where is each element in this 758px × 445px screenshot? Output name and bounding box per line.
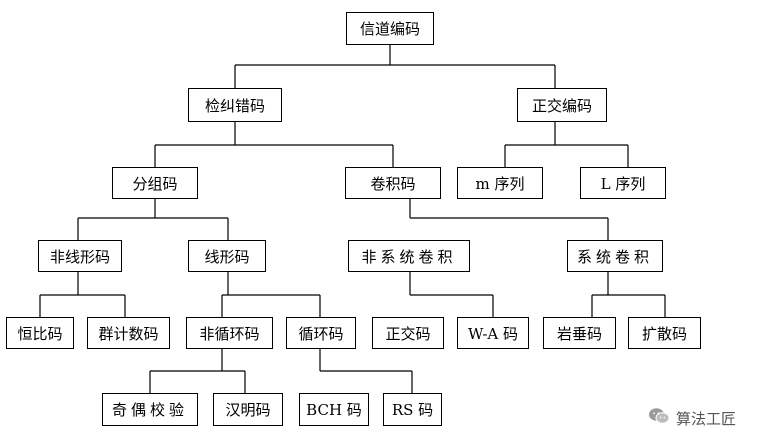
watermark: 算法工匠 — [648, 407, 736, 429]
node-wa-code: W-A 码 — [457, 317, 529, 349]
node-rs-code: RS 码 — [383, 393, 442, 426]
node-constant-ratio-code: 恒比码 — [6, 317, 74, 349]
node-m-sequence: m 序列 — [457, 167, 543, 199]
node-nonsystematic-convolutional: 非系统卷积 — [348, 240, 470, 272]
node-block-code: 分组码 — [112, 167, 198, 199]
node-rock-vertical-code: 岩垂码 — [543, 317, 616, 349]
node-channel-coding: 信道编码 — [346, 12, 434, 45]
node-group-count-code: 群计数码 — [87, 317, 170, 349]
node-odd-even-check: 奇偶校验 — [102, 393, 198, 426]
node-orthogonal-coding: 正交编码 — [517, 88, 607, 122]
node-bch-code: BCH 码 — [299, 393, 369, 426]
node-error-control-code: 检纠错码 — [188, 88, 282, 122]
node-orthogonal-code: 正交码 — [372, 317, 444, 349]
node-systematic-convolutional: 系统卷积 — [567, 240, 663, 272]
node-convolutional-code: 卷积码 — [345, 167, 441, 199]
node-diffusion-code: 扩散码 — [628, 317, 701, 349]
node-linear-code: 线形码 — [188, 240, 266, 272]
node-cyclic-code: 循环码 — [286, 317, 356, 349]
node-l-sequence: L 序列 — [580, 167, 666, 199]
wechat-icon — [648, 407, 670, 429]
node-hamming-code: 汉明码 — [213, 393, 283, 426]
node-nonlinear-code: 非线形码 — [38, 240, 122, 272]
watermark-text: 算法工匠 — [675, 409, 736, 428]
node-noncyclic-code: 非循环码 — [186, 317, 273, 349]
